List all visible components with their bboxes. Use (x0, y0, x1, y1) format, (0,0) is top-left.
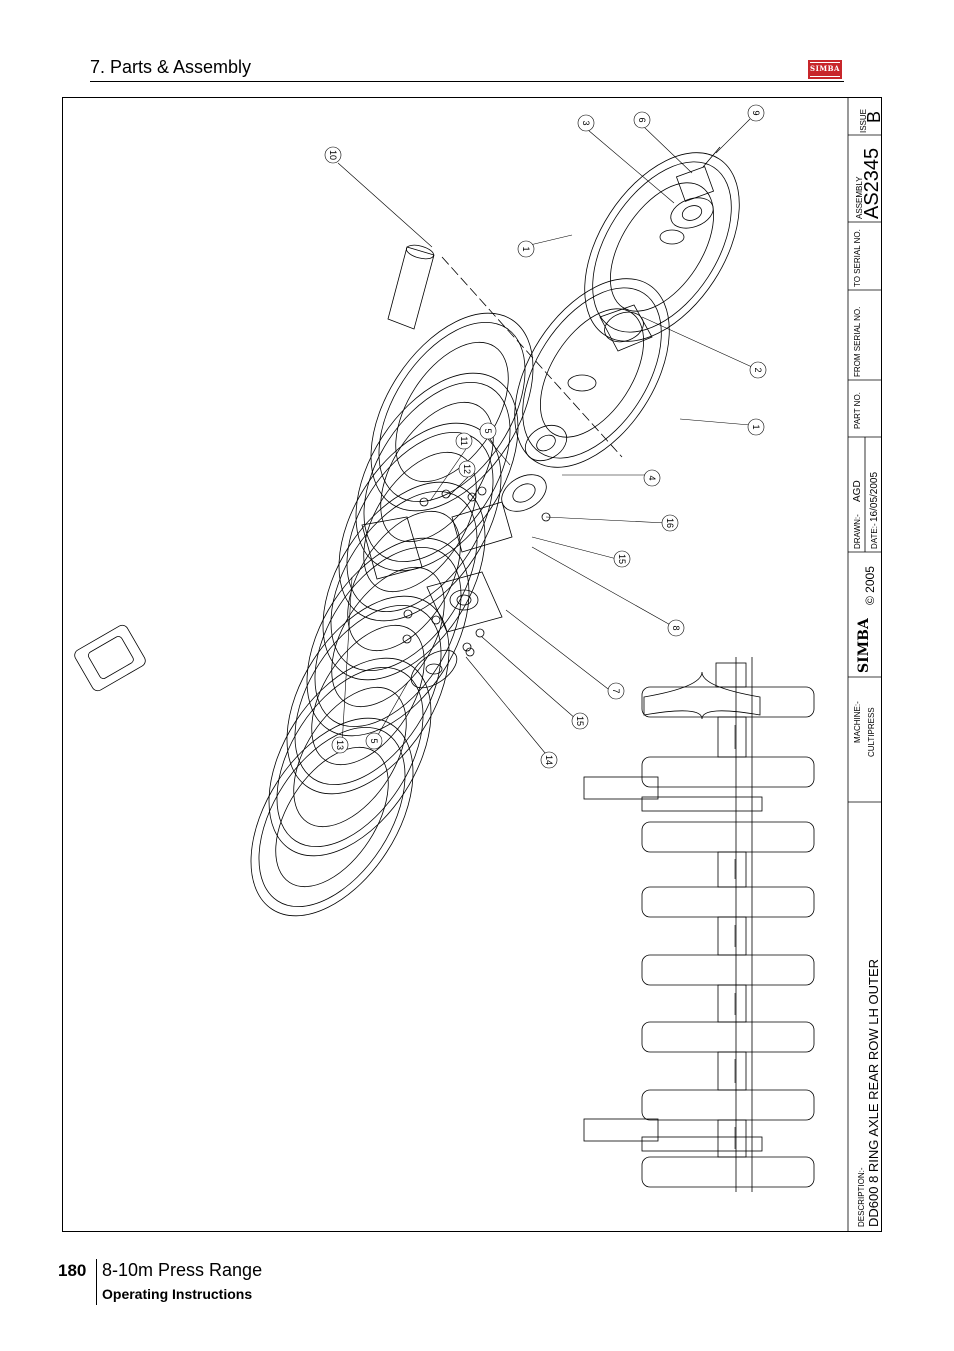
drawn-value: AGD (852, 480, 863, 502)
callout-2: 2 (753, 367, 763, 372)
simba-logo: SIMBA (808, 60, 842, 79)
callout-8: 8 (671, 625, 681, 630)
callout-6: 6 (637, 117, 647, 122)
issue-value: B (864, 111, 882, 123)
title-block: ISSUE B ASSEMBLY AS2345 TO SERIAL NO. FR… (852, 109, 882, 1227)
press-rings-exploded (74, 244, 534, 917)
issue-label: ISSUE (859, 109, 868, 133)
copyright: © 2005 (863, 566, 877, 605)
callout-5-upper: 5 (483, 428, 493, 433)
drawing-frame (62, 97, 882, 1232)
callout-15-lower: 15 (575, 716, 585, 726)
callout-9: 9 (751, 110, 761, 115)
description-label: DESCRIPTION:- (857, 1167, 866, 1227)
assembly-number: AS2345 (861, 148, 882, 219)
callout-15-upper: 15 (617, 554, 627, 564)
machine-label: MACHINE:- (853, 701, 862, 743)
product-range: 8-10m Press Range (102, 1260, 263, 1280)
callout-1-top: 1 (521, 246, 531, 251)
callout-10: 10 (328, 150, 338, 160)
callout-3: 3 (581, 120, 591, 125)
callout-1-mid: 1 (751, 424, 761, 429)
logo-text: SIMBA (810, 64, 840, 73)
to-serial-label: TO SERIAL NO. (853, 229, 862, 287)
date-label: DATE:- (870, 523, 879, 549)
document-subtitle: Operating Instructions (102, 1286, 253, 1302)
drawn-label: DRAWN:- (853, 514, 862, 549)
simba-brand: SIMBA (856, 617, 872, 673)
footer-divider (96, 1259, 97, 1305)
callout-13: 13 (335, 740, 345, 750)
callout-12: 12 (462, 464, 472, 474)
callout-4: 4 (647, 475, 657, 480)
end-rings (361, 146, 740, 689)
header-rule (90, 81, 844, 82)
callout-16: 16 (665, 518, 675, 528)
callout-leaders (337, 118, 753, 760)
description-value: DD600 8 RING AXLE REAR ROW LH OUTER (866, 959, 881, 1227)
callout-11: 11 (459, 436, 469, 445)
callout-5-lower: 5 (369, 738, 379, 743)
page-number: 180 (58, 1261, 87, 1280)
ring-profile-1 (643, 671, 761, 720)
date-value: 16/05/2005 (869, 472, 880, 522)
assembled-axle-view (583, 657, 815, 1192)
assembly-label: ASSEMBLY (855, 176, 864, 219)
section-title: 7. Parts & Assembly (90, 57, 252, 77)
callout-markers (324, 104, 767, 769)
callout-labels: 3 6 9 10 1 2 1 11 5 12 4 16 15 8 7 15 14… (328, 110, 763, 765)
part-no-label: PART NO. (853, 392, 862, 429)
callout-14: 14 (544, 755, 554, 765)
machine-value: CULTIPRESS (867, 707, 876, 757)
from-serial-label: FROM SERIAL NO. (853, 307, 862, 377)
callout-7: 7 (611, 688, 621, 693)
exploded-assembly-drawing: 3 6 9 10 1 2 1 11 5 12 4 16 15 8 7 15 14… (74, 97, 882, 1232)
